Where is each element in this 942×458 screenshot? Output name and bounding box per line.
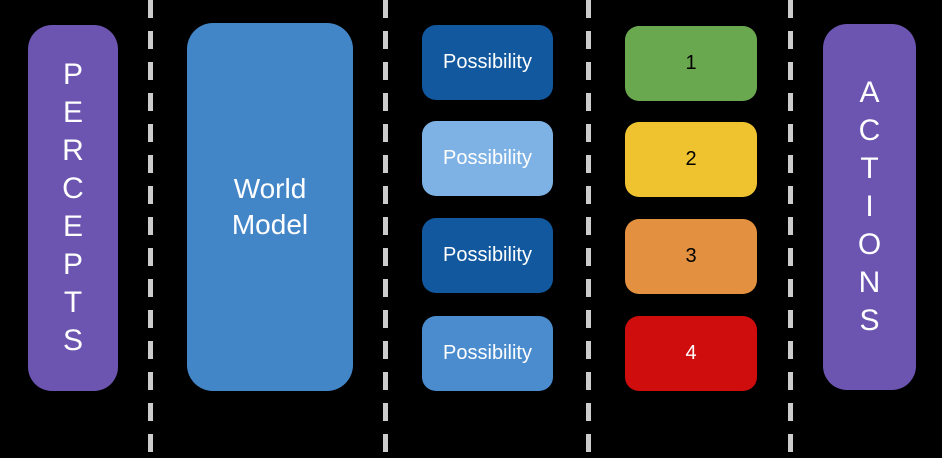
ranking-label: 1 xyxy=(685,52,697,74)
possibility-label: Possibility xyxy=(443,244,532,266)
ranking-box-2: 2 xyxy=(625,122,757,197)
world-model-label: World Model xyxy=(231,173,309,240)
ranking-box-4: 4 xyxy=(625,316,757,391)
ranking-label: 3 xyxy=(685,245,697,267)
actions-box: A C T I O N S xyxy=(823,24,916,390)
column-divider-4 xyxy=(788,0,793,458)
ranking-box-1: 1 xyxy=(625,26,757,101)
ranking-box-3: 3 xyxy=(625,219,757,294)
possibility-box-1: Possibility xyxy=(422,25,553,100)
actions-label: A C T I O N S xyxy=(857,76,882,337)
percepts-box: P E R C E P T S xyxy=(28,25,118,391)
possibility-box-2: Possibility xyxy=(422,121,553,196)
world-model-box: World Model xyxy=(187,23,353,391)
possibility-box-3: Possibility xyxy=(422,218,553,293)
possibility-label: Possibility xyxy=(443,51,532,73)
percepts-label: P E R C E P T S xyxy=(62,58,84,357)
ranking-label: 4 xyxy=(685,342,697,364)
column-divider-2 xyxy=(383,0,388,458)
possibility-label: Possibility xyxy=(443,342,532,364)
ranking-label: 2 xyxy=(685,148,697,170)
possibility-label: Possibility xyxy=(443,147,532,169)
possibility-box-4: Possibility xyxy=(422,316,553,391)
column-divider-1 xyxy=(148,0,153,458)
column-divider-3 xyxy=(586,0,591,458)
